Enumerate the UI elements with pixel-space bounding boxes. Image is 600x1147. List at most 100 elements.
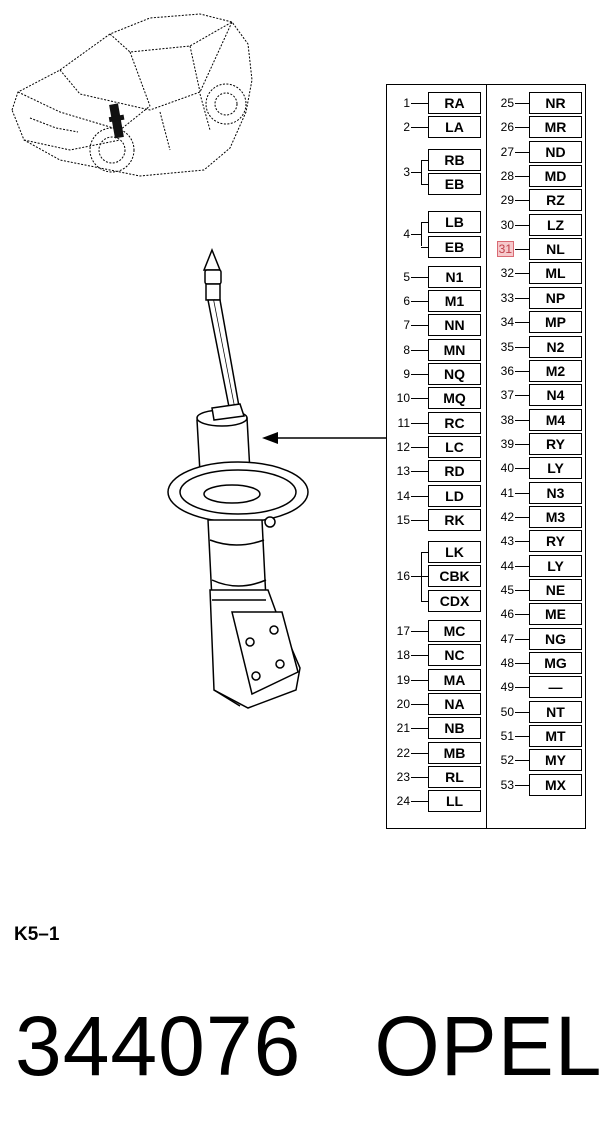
code-box: LL: [428, 790, 481, 813]
item-number: 9: [403, 367, 410, 381]
item-number-text: 49: [500, 680, 514, 695]
item-number: 49: [492, 681, 514, 693]
item-number: 29: [492, 194, 514, 206]
code-box: MB: [428, 741, 481, 764]
code-box: MN: [428, 338, 481, 361]
item-number-text: 40: [500, 461, 514, 476]
code-box: NA: [428, 692, 481, 715]
leader-line: [515, 516, 529, 518]
leader-line: [515, 200, 529, 202]
item-number: 17: [396, 624, 410, 638]
brand-name: OPEL: [374, 999, 600, 1093]
leader-line: [411, 576, 421, 578]
leader-line: [515, 224, 529, 226]
item-number: 41: [492, 487, 514, 499]
code-box: MX: [529, 773, 582, 796]
leader-line: [411, 422, 428, 424]
leader-line: [411, 276, 428, 278]
code-box: MR: [529, 116, 582, 139]
item-number: 20: [396, 696, 410, 711]
leader-line: [515, 614, 529, 616]
group-bracket: [421, 159, 422, 184]
code-box: LZ: [529, 213, 582, 236]
leader-line: [515, 297, 529, 299]
item-number-text: 30: [500, 217, 514, 232]
leader-line: [515, 784, 529, 786]
leader-line: [515, 590, 529, 591]
parts-illustration: [11, 13, 386, 709]
item-number: 22: [396, 745, 410, 760]
item-number: 19: [396, 672, 410, 687]
item-number-text: 46: [500, 607, 514, 622]
code-box: M4: [529, 408, 582, 431]
item-number: 39: [492, 438, 514, 450]
leader-line: [411, 127, 428, 129]
code-box: N1: [428, 265, 481, 288]
leader-line: [515, 443, 529, 445]
code-box: RC: [428, 411, 481, 434]
code-box: RZ: [529, 189, 582, 212]
item-number-text: 42: [500, 509, 514, 524]
item-number: 3: [403, 164, 410, 179]
leader-line: [515, 663, 529, 665]
code-box: MG: [529, 652, 582, 675]
item-number-text: 37: [500, 388, 514, 403]
item-number: 8: [403, 342, 410, 357]
item-number-text: 36: [500, 363, 514, 378]
item-number: 43: [492, 535, 514, 547]
code-box: RB: [428, 148, 481, 171]
code-box: LD: [428, 484, 481, 507]
item-number-text: 52: [500, 753, 514, 768]
item-number-text: 27: [500, 144, 514, 159]
code-box: M1: [428, 290, 481, 313]
code-box: LY: [529, 457, 582, 480]
leader-line: [515, 687, 529, 689]
item-number: 23: [396, 769, 410, 784]
item-number: 6: [403, 294, 410, 309]
table-column-divider: [486, 84, 487, 829]
group-bracket: [421, 222, 422, 247]
leader-line: [411, 234, 421, 236]
leader-line: [421, 246, 428, 248]
code-box: RY: [529, 530, 582, 553]
code-box: EB: [428, 235, 481, 258]
item-number-text: 28: [500, 169, 514, 184]
code-box: ME: [529, 603, 582, 626]
leader-line: [411, 679, 428, 681]
leader-line: [515, 249, 529, 251]
item-number-text: 47: [500, 631, 514, 646]
code-box: EB: [428, 172, 481, 195]
code-box: MC: [428, 620, 481, 642]
leader-line: [515, 736, 529, 738]
leader-line: [515, 103, 529, 104]
leader-line: [411, 325, 428, 327]
item-number-text: 26: [500, 120, 514, 135]
code-box: MQ: [428, 387, 481, 410]
leader-line: [515, 760, 529, 762]
code-box: NL: [529, 238, 582, 261]
code-box: MT: [529, 725, 582, 748]
item-number-text: 39: [500, 436, 514, 451]
item-number: 34: [492, 316, 514, 328]
item-number: 47: [492, 633, 514, 645]
item-number: 48: [492, 657, 514, 669]
code-box: CDX: [428, 589, 481, 612]
reference-code: K5–1: [14, 924, 60, 945]
item-number: 18: [396, 648, 410, 663]
leader-line: [411, 349, 428, 351]
item-number: 1: [403, 96, 410, 110]
code-box: LK: [428, 541, 481, 564]
item-number: 52: [492, 754, 514, 766]
item-number: 38: [492, 414, 514, 426]
item-number-text: 45: [500, 583, 514, 597]
code-box: NC: [428, 644, 481, 667]
code-box: LY: [529, 554, 582, 577]
leader-line: [515, 638, 529, 640]
code-box: RY: [529, 432, 582, 455]
item-number: 15: [396, 512, 410, 527]
item-number: 5: [403, 269, 410, 284]
item-number-text: 44: [500, 558, 514, 573]
item-number: 14: [396, 488, 410, 503]
leader-line: [411, 495, 428, 497]
leader-line: [411, 398, 428, 400]
